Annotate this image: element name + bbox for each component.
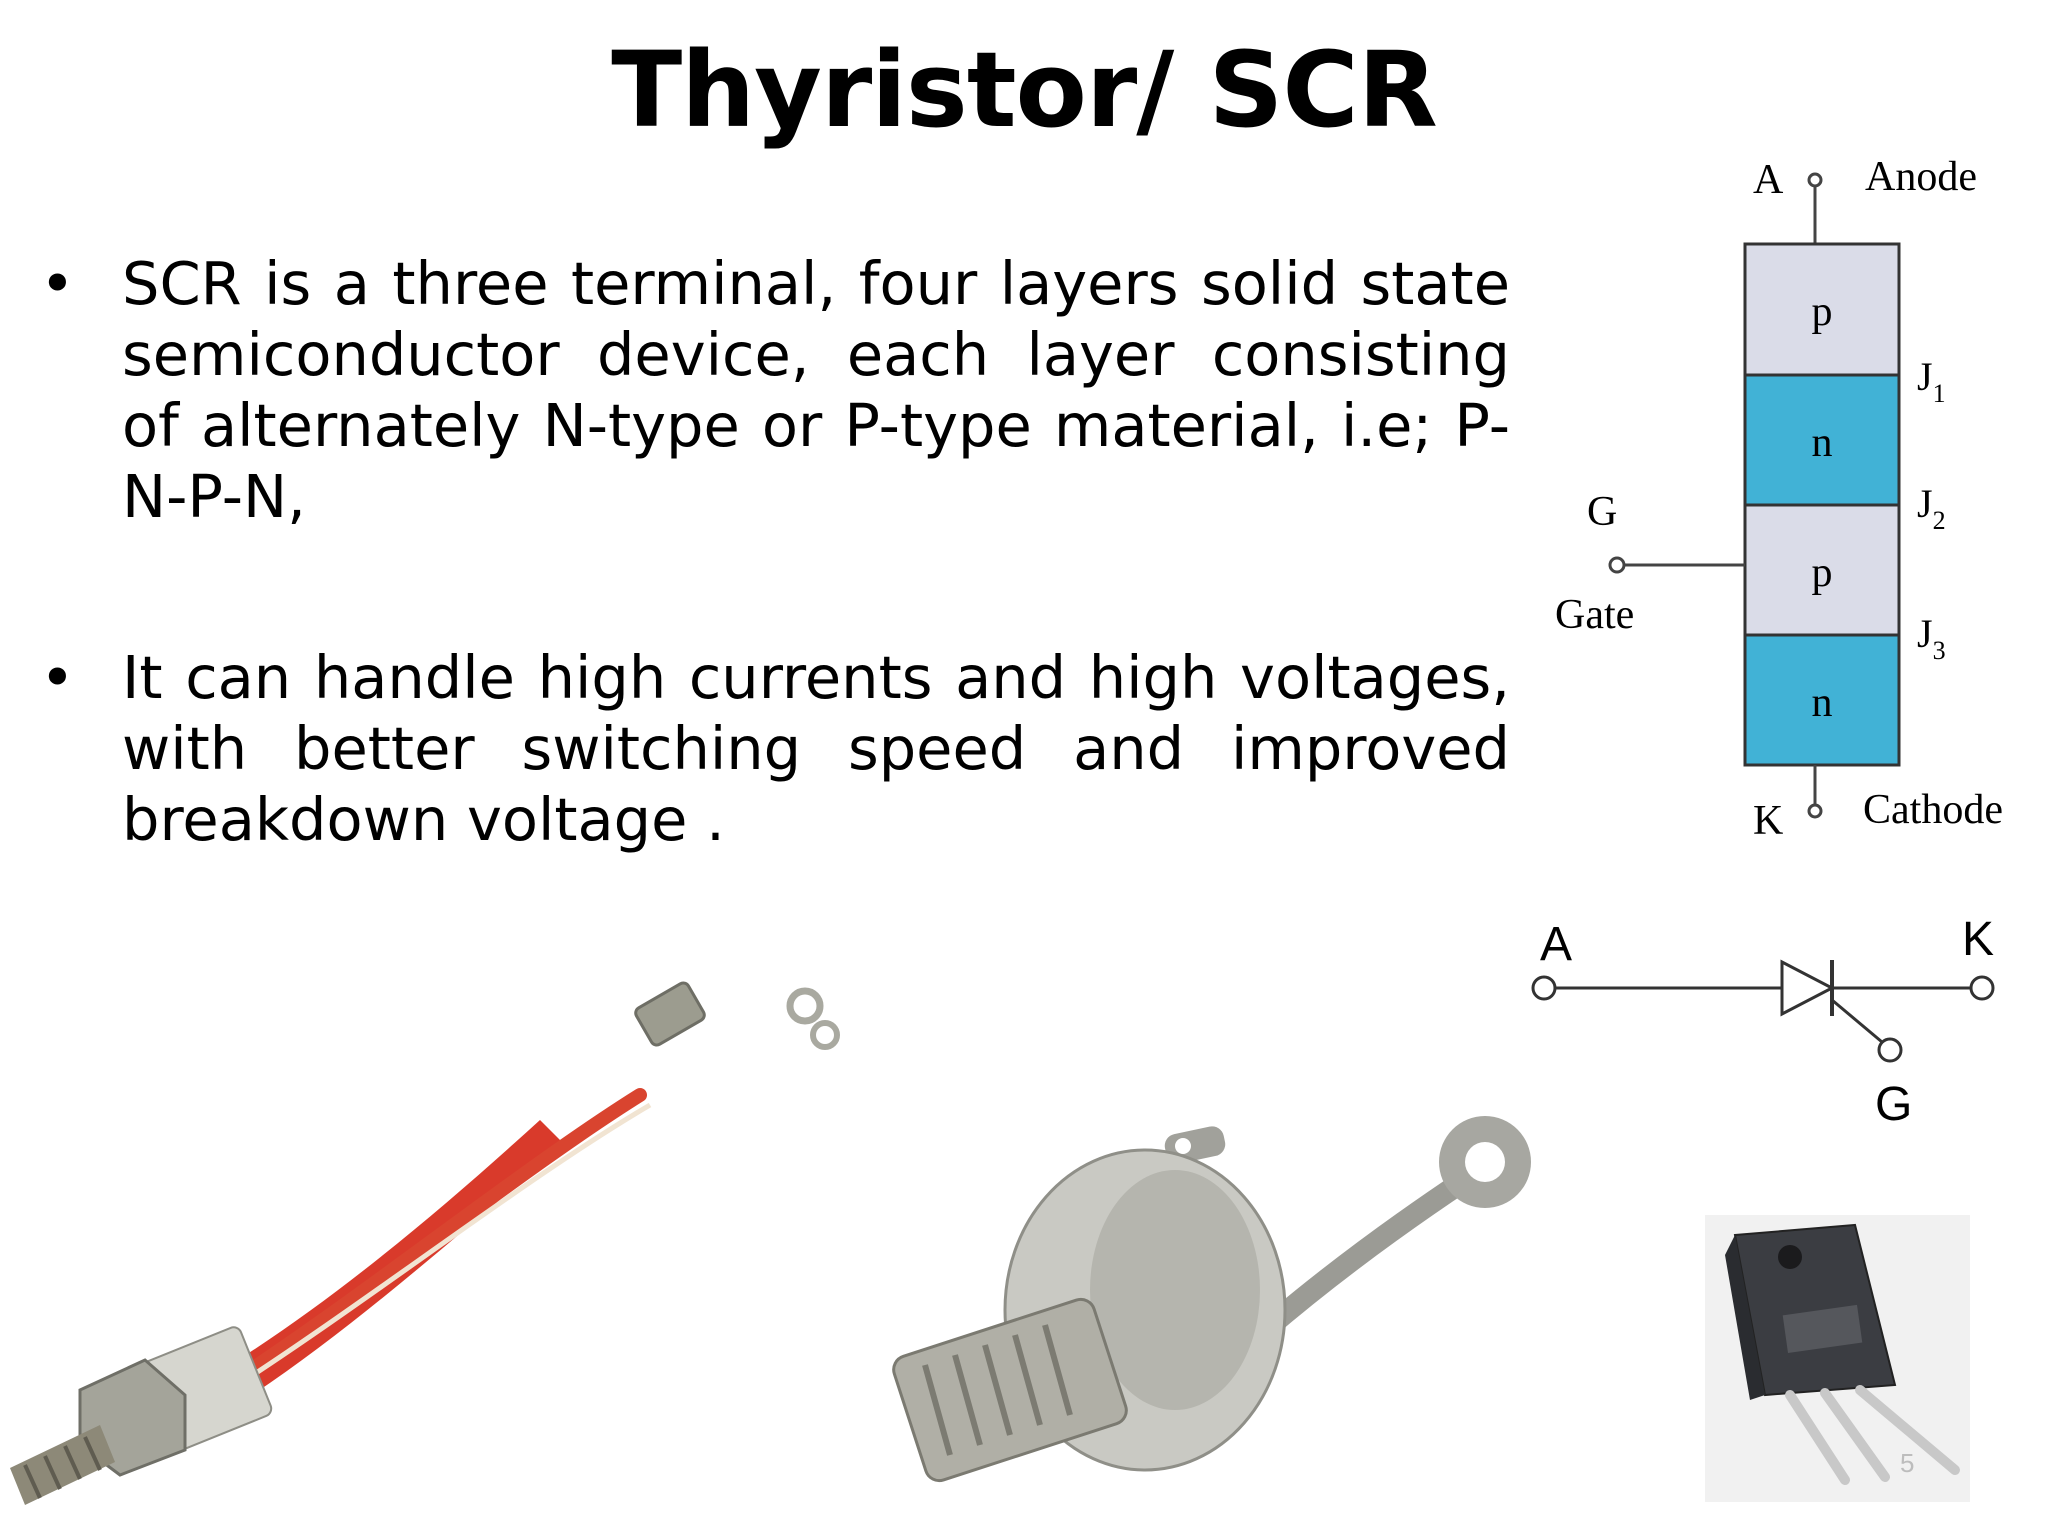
gate-label: Gate [1555, 592, 1634, 638]
device-cap [1090, 1170, 1260, 1410]
symbol-anode-terminal [1531, 975, 1557, 1001]
junction-label: J3 [1917, 611, 1946, 665]
scr-stud-with-red-leads-photo [10, 981, 840, 1505]
layer-n1 [1743, 373, 1901, 507]
anode-letter: A [1753, 157, 1784, 203]
bullet-item: SCR is a three terminal, four layers sol… [40, 248, 1510, 532]
layer-label: n [1812, 680, 1833, 726]
cathode-rod [1254, 1169, 1476, 1341]
stud-thread [922, 1324, 1073, 1456]
symbol-anode-letter: A [1540, 918, 1572, 971]
gate-letter: G [1587, 489, 1617, 535]
bullet-list: SCR is a three terminal, four layers sol… [40, 248, 1510, 855]
bullet-item: It can handle high currents and high vol… [40, 642, 1510, 855]
package-leads [1785, 1385, 1960, 1485]
layer-label: p [1812, 289, 1833, 335]
threaded-stud [892, 1297, 1128, 1483]
anode-terminal [1807, 172, 1823, 188]
page-number: 5 [1900, 1448, 1915, 1478]
scr-stud-package-photo [892, 1116, 1531, 1483]
symbol-gate-terminal [1877, 1037, 1903, 1063]
symbol-cathode-terminal [1969, 975, 1995, 1001]
symbol-gate-lead [1831, 998, 1883, 1044]
stud-thread [23, 1436, 102, 1499]
white-lead [228, 1102, 652, 1393]
slide-title: Thyristor/ SCR [611, 29, 1438, 151]
package-body [1733, 1223, 1897, 1397]
symbol-gate-letter: G [1875, 1078, 1912, 1131]
red-lead-thin [213, 1088, 647, 1397]
ring-lug-hole [1465, 1142, 1505, 1182]
junction-label: J2 [1917, 481, 1946, 535]
cathode-terminal [1807, 803, 1823, 819]
anode-label: Anode [1865, 154, 1977, 200]
junction-label: J1 [1917, 354, 1946, 408]
gate-tab-hole [1175, 1138, 1191, 1154]
cathode-letter: K [1753, 798, 1783, 844]
mount-hole-icon [1778, 1245, 1802, 1269]
flat-terminal-icon [634, 981, 706, 1047]
diode-triangle-icon [1780, 959, 1836, 1017]
ring-terminal-icon [810, 1020, 840, 1050]
pnpn-structure-diagram: A Anode p n p n J1 J2 J3 G Gate K Cathod… [1555, 154, 2003, 844]
layer-n2 [1743, 633, 1901, 767]
symbol-cathode-letter: K [1962, 913, 1994, 966]
gate-terminal [1608, 556, 1626, 574]
scr-circuit-symbol: A K G [1531, 913, 1995, 1131]
scr-to247-package-photo [1705, 1215, 1970, 1502]
cathode-label: Cathode [1863, 787, 2003, 833]
package-side [1725, 1235, 1765, 1400]
layer-label: n [1812, 420, 1833, 466]
ring-terminal-icon [786, 987, 824, 1025]
layer-label: p [1812, 550, 1833, 596]
package-marking [1782, 1304, 1863, 1353]
